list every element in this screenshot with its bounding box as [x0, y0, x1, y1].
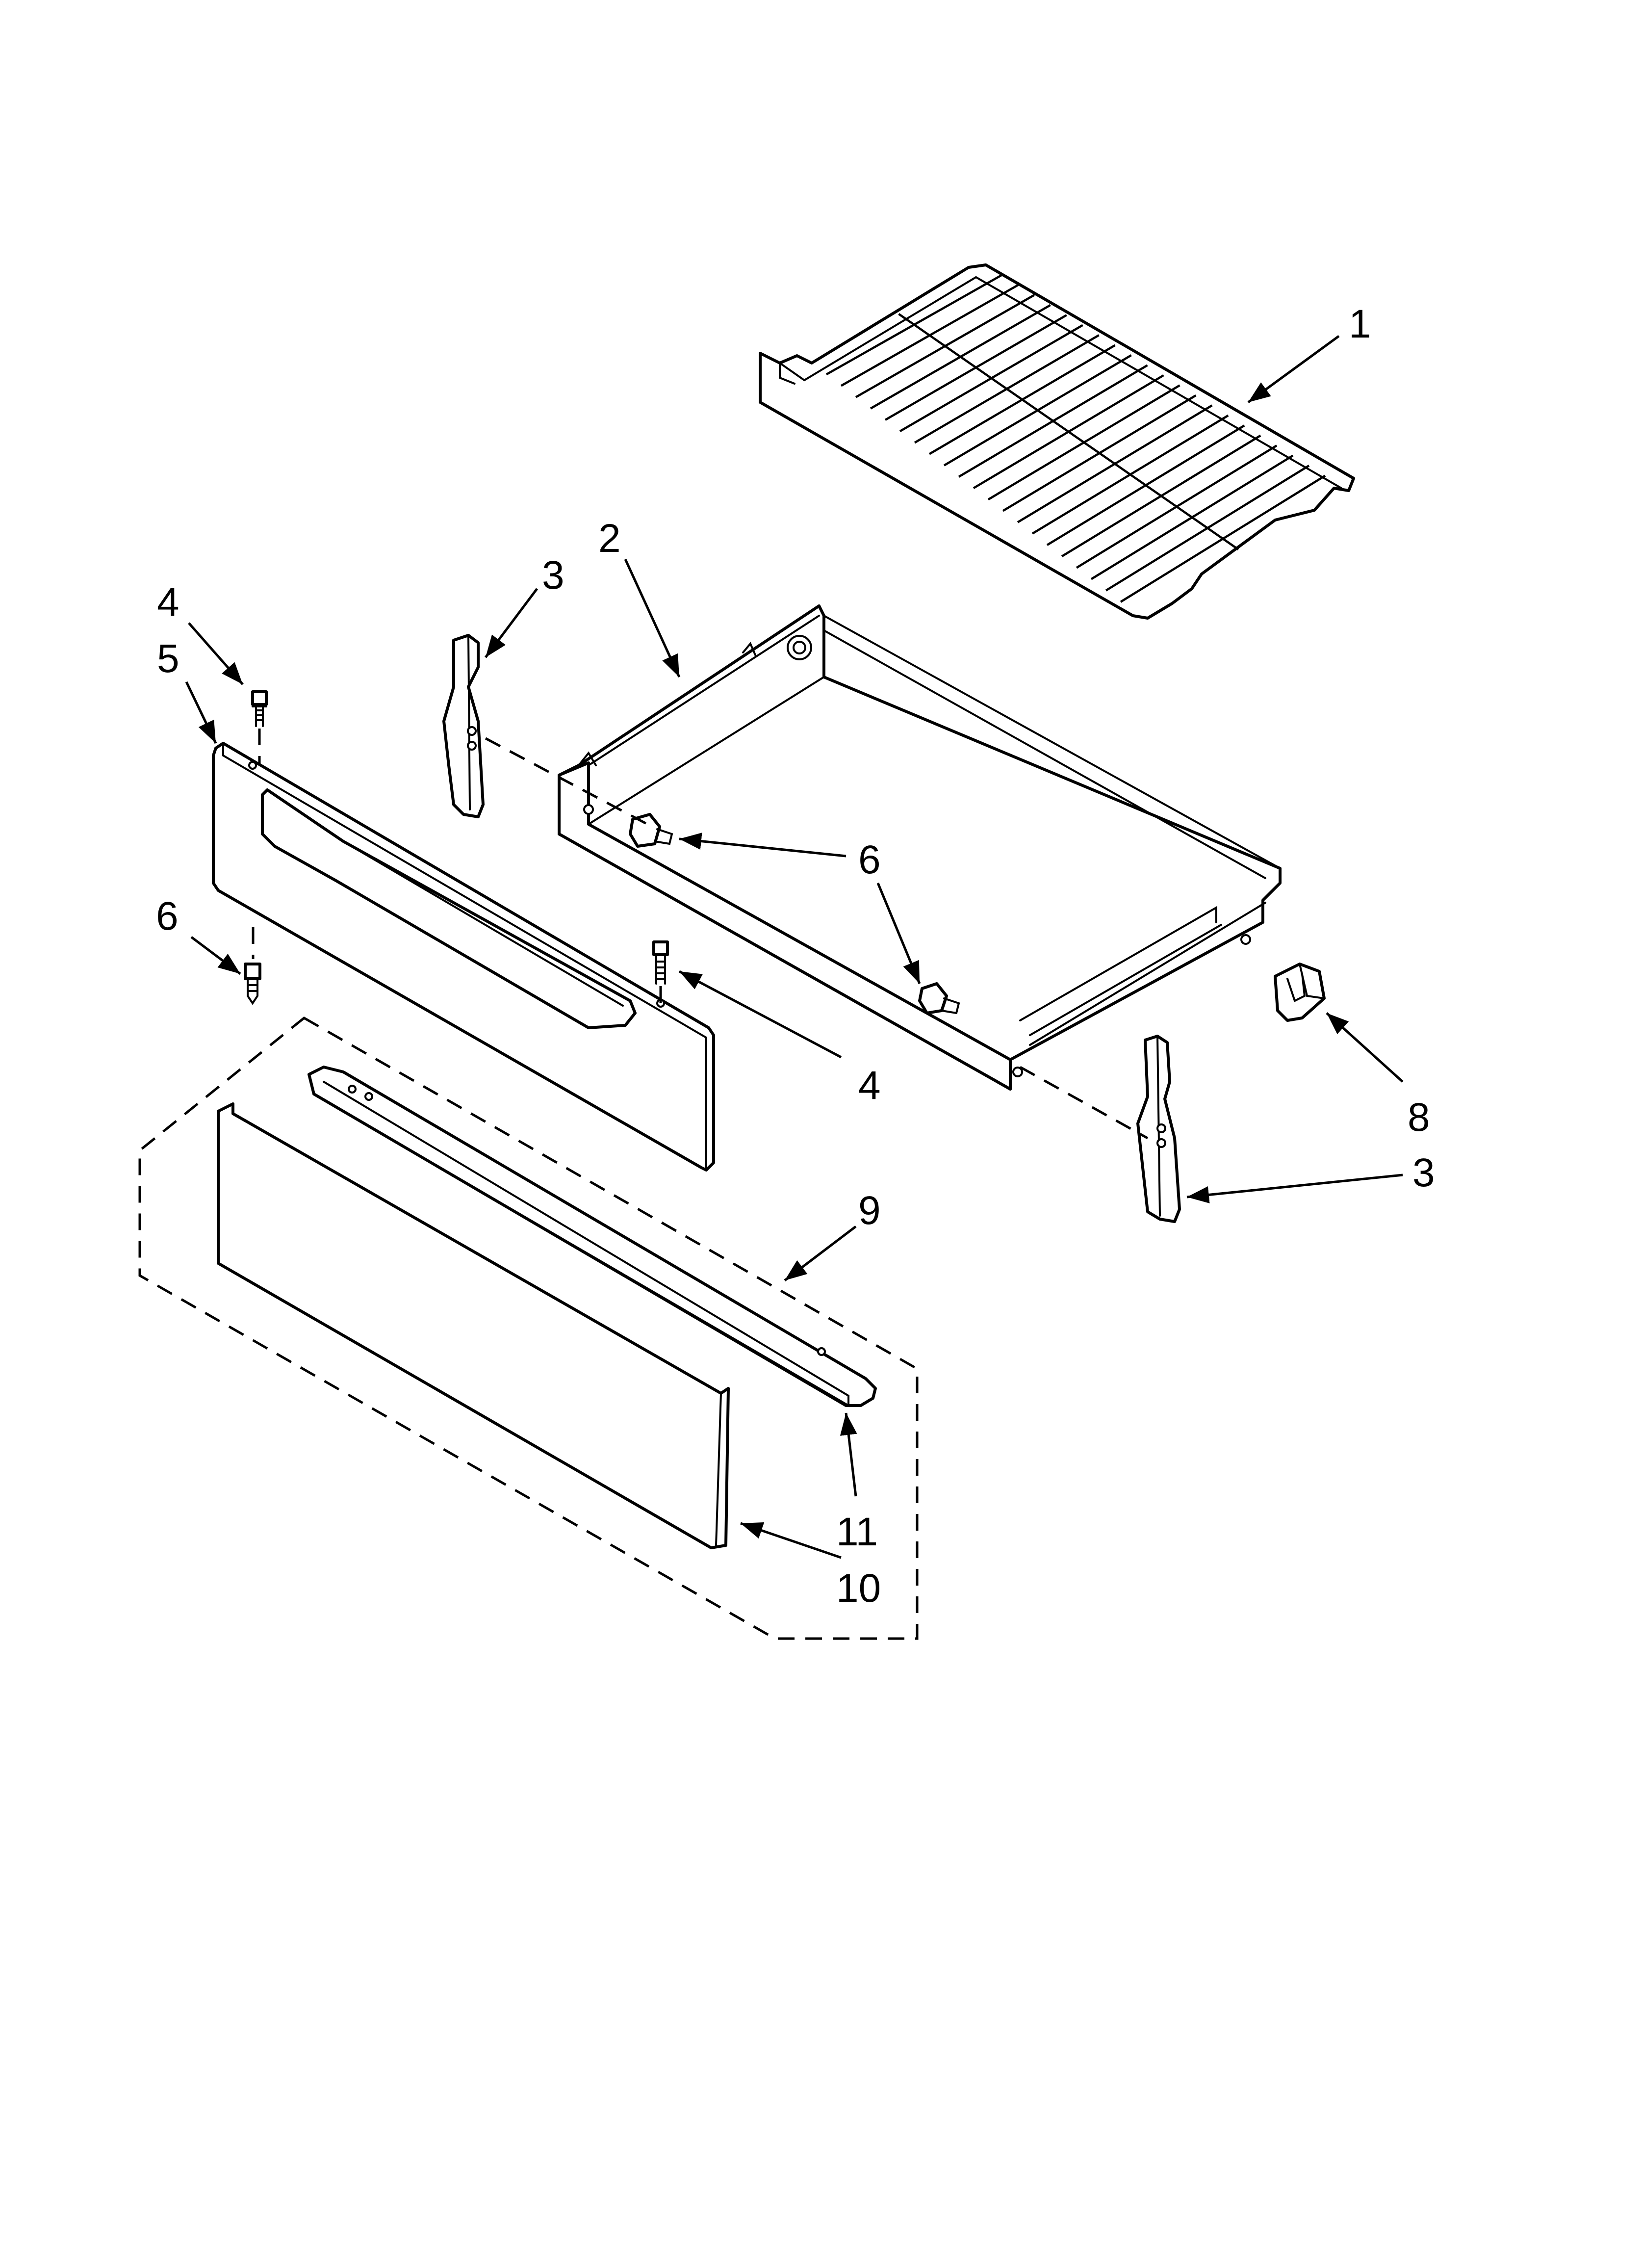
rack-spine [898, 313, 1239, 550]
leader-2 [624, 558, 681, 678]
screw-drawer-front [629, 813, 673, 848]
rack-wires [825, 274, 1326, 603]
leader-10 [740, 1522, 842, 1559]
leader-9 [784, 1225, 857, 1281]
callout-6a: 6 [858, 837, 881, 882]
callout-11: 11 [836, 1510, 878, 1554]
leader-8 [1326, 1012, 1404, 1083]
callout-2: 2 [598, 516, 621, 561]
callout-5: 5 [157, 636, 180, 681]
screw-stud-bottom [652, 940, 669, 985]
screw-left [244, 963, 261, 1005]
leader-4b [678, 970, 842, 1059]
leader-5 [185, 681, 217, 744]
callout-9: 9 [858, 1188, 881, 1233]
leader-6a [679, 833, 847, 858]
callout-4b: 4 [858, 1063, 881, 1108]
drawer-front-panel [212, 742, 715, 1172]
callout-10: 10 [836, 1566, 881, 1611]
drawer-slide-right [1136, 1035, 1181, 1223]
kick-panel [217, 1102, 730, 1549]
screw-stud-top [251, 690, 268, 727]
leader-3b [1186, 1173, 1403, 1203]
callout-3b: 3 [1412, 1150, 1435, 1195]
leader-4a [188, 622, 244, 685]
callout-8: 8 [1408, 1095, 1430, 1140]
leader-1 [1247, 335, 1340, 404]
callout-4a: 4 [157, 580, 180, 625]
drawer-slide-left [442, 634, 485, 818]
drawer-body [558, 604, 1282, 1091]
trim-strip [308, 1066, 877, 1408]
alignment-line-left [485, 737, 648, 826]
leader-3a [485, 588, 538, 658]
leader-6c [190, 936, 241, 975]
callout-1: 1 [1349, 302, 1371, 346]
callout-3a: 3 [542, 553, 564, 598]
callout-6c: 6 [156, 894, 179, 938]
screw-drawer-side [918, 982, 960, 1015]
alignment-line-right [1019, 1066, 1149, 1140]
leader-11 [840, 1412, 857, 1497]
oven-rack [759, 263, 1355, 620]
bracket-clip [1274, 963, 1326, 1022]
leader-6b [876, 883, 921, 984]
